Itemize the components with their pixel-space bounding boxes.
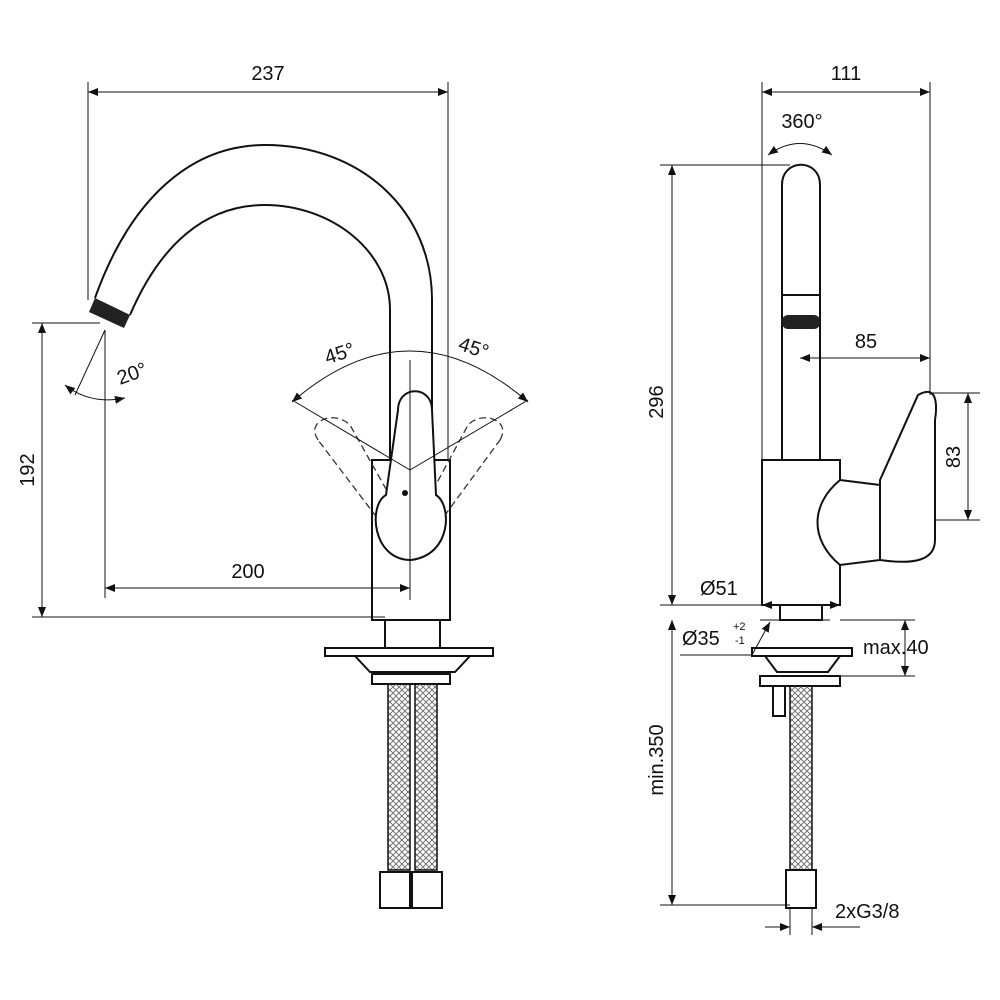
hose-length-label: min.350 [646,724,668,795]
side-handle [879,390,937,563]
side-hose [789,685,813,871]
front-view: 237 192 20° 45° 45° 200 [17,63,529,909]
lever-right-angle-label: 45° [456,333,492,363]
mounting-nut [371,673,451,685]
hose-left [387,683,411,871]
handle-height-label: 83 [943,446,965,468]
spout-tube [781,163,821,460]
lever-angle-arc [291,350,529,403]
hole-diameter-label: Ø35 [682,628,720,650]
spout-outer [94,143,433,460]
hose-right [414,683,438,871]
max-thickness-label: max.40 [863,637,929,659]
side-height-label: 296 [646,385,668,418]
spout-angle-label: 20° [114,359,150,390]
dashed-lever-right [424,417,504,516]
side-mounting-plate [751,647,853,657]
spout-angle-arc [64,384,126,404]
lever-pivot [402,490,408,496]
mounting-studs [384,619,441,649]
hose-connector-left [379,871,411,909]
hose-connector-right [411,871,443,909]
dashed-lever-left [314,417,396,516]
side-hose-connector [785,869,817,909]
side-width-label: 111 [831,63,861,85]
body-diameter-label: Ø51 [700,578,738,600]
spout-reach-label: 85 [855,331,877,353]
connection-label: 2xG3/8 [835,901,899,923]
rotation-arc [767,143,833,156]
mounting-plate [324,647,494,657]
side-view: 111 360° 296 85 83 Ø51 Ø35 +2 -1 max.40 … [646,63,980,935]
lever-left-angle-label: 45° [322,339,358,369]
aerator [782,315,820,329]
spout-inner [129,203,391,460]
mounting-bracket [352,655,473,673]
reach-label: 200 [231,561,264,583]
spout-nozzle [89,298,130,328]
hole-tolerance-upper: +2 [733,621,746,633]
lever-handle [374,390,447,562]
front-width-label: 237 [251,63,284,85]
rotation-label: 360° [781,111,822,133]
hole-tolerance-lower: -1 [735,635,745,647]
side-cartridge [816,478,881,567]
front-height-label: 192 [17,453,39,486]
